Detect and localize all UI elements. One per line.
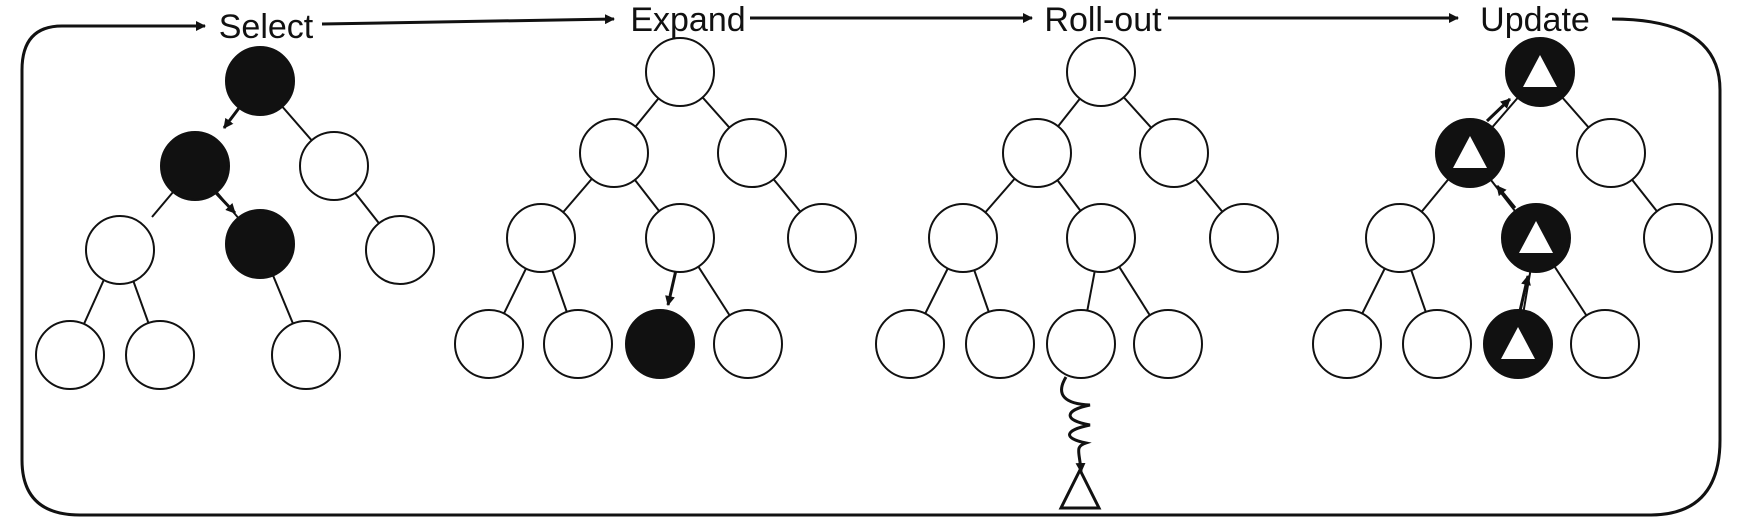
- expand-root-node: [645, 37, 715, 107]
- stage-label-rollout: Roll-out: [1044, 1, 1162, 39]
- select-node: [225, 209, 295, 279]
- select-node: [125, 320, 195, 390]
- expand-node: [579, 118, 649, 188]
- rollout-node: [875, 309, 945, 379]
- rollout-node: [1133, 309, 1203, 379]
- stage-label-update: Update: [1480, 1, 1590, 39]
- rollout-squiggle: [1060, 376, 1092, 473]
- update-arrow-1: [1518, 275, 1531, 312]
- expand-node: [787, 203, 857, 273]
- select-node: [299, 131, 369, 201]
- update-node: [1312, 309, 1382, 379]
- rollout-node: [928, 203, 998, 273]
- expand-node: [506, 203, 576, 273]
- expand-tree: [454, 37, 857, 379]
- select-node: [271, 320, 341, 390]
- select-root-node: [225, 46, 295, 116]
- update-arrow-2: [1495, 185, 1517, 209]
- triangle-icon: [1523, 55, 1557, 87]
- rollout-tree: [875, 37, 1279, 510]
- expand-node: [645, 203, 715, 273]
- select-node: [85, 215, 155, 285]
- update-node: [1570, 309, 1640, 379]
- arrow-select-to-expand: [321, 14, 615, 26]
- rollout-start-node: [1046, 309, 1116, 379]
- rollout-node: [1139, 118, 1209, 188]
- rollout-node: [1002, 118, 1072, 188]
- triangle-icon: [1453, 136, 1487, 168]
- update-node: [1365, 203, 1435, 273]
- rollout-node: [1066, 203, 1136, 273]
- expand-node: [454, 309, 524, 379]
- update-node: [1576, 118, 1646, 188]
- expand-new-node: [625, 309, 695, 379]
- triangle-icon: [1501, 327, 1535, 359]
- select-node: [365, 215, 435, 285]
- triangle-icon: [1519, 221, 1553, 253]
- expand-node: [717, 118, 787, 188]
- stage-label-select: Select: [219, 8, 314, 46]
- loop-frame: [20, 17, 1722, 517]
- select-arrow-2: [214, 191, 237, 215]
- update-tree: [1312, 37, 1713, 379]
- select-tree: [35, 46, 435, 390]
- rollout-node: [965, 309, 1035, 379]
- rollout-root-node: [1066, 37, 1136, 107]
- expand-node: [543, 309, 613, 379]
- select-node: [160, 131, 230, 201]
- expand-arrow: [665, 269, 678, 306]
- select-node: [35, 320, 105, 390]
- expand-node: [713, 309, 783, 379]
- rollout-node: [1209, 203, 1279, 273]
- terminal-triangle-icon: [1058, 466, 1102, 510]
- update-node: [1643, 203, 1713, 273]
- update-arrow-3: [1485, 97, 1512, 123]
- stage-label-expand: Expand: [630, 1, 745, 39]
- update-node: [1402, 309, 1472, 379]
